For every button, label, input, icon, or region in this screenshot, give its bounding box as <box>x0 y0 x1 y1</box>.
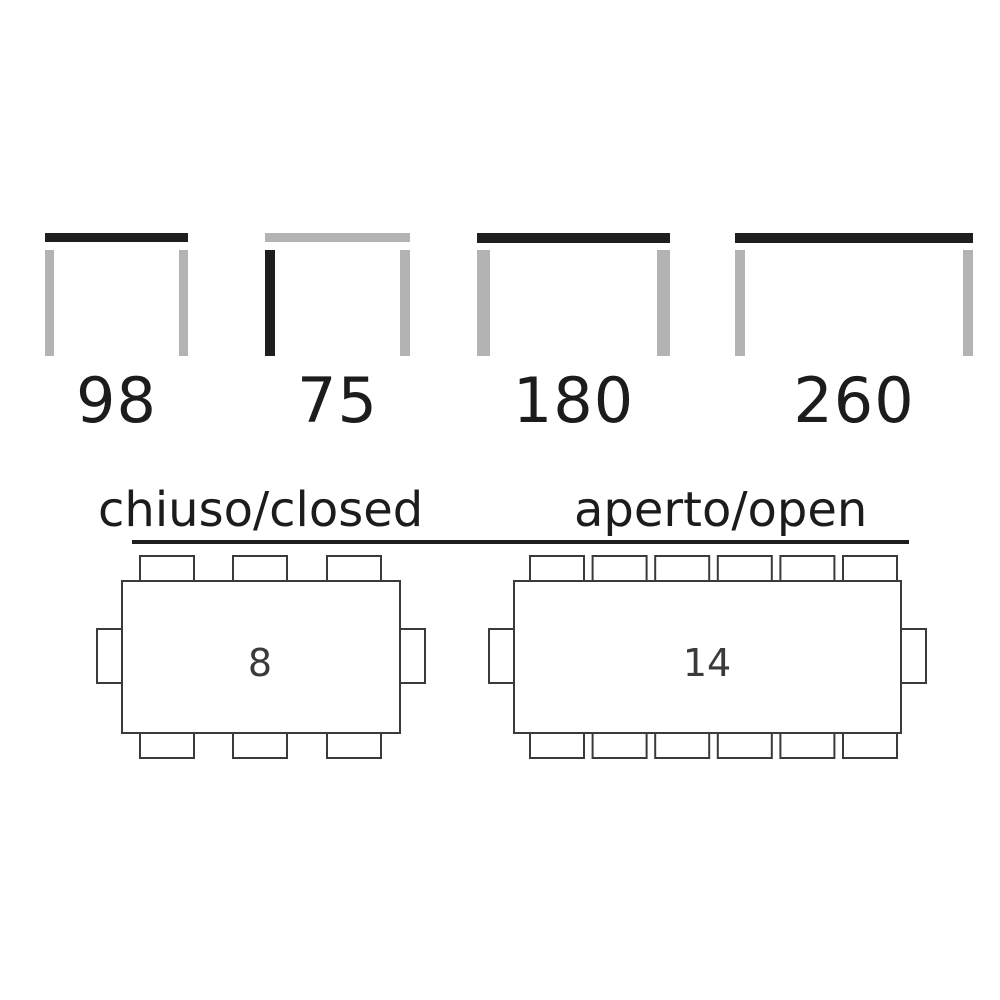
length-open-right-leg <box>963 250 973 356</box>
chair-top <box>716 555 773 582</box>
height-right-leg <box>400 250 410 356</box>
chair-top <box>779 555 836 582</box>
depth-value: 98 <box>76 364 157 437</box>
chair-top <box>232 555 288 582</box>
chair-right <box>900 628 927 684</box>
chair-bottom <box>716 732 773 759</box>
length-open-top-bar <box>735 233 973 243</box>
chair-bottom <box>232 732 288 759</box>
length-open-value: 260 <box>793 364 915 437</box>
closed-caption: chiuso/closed <box>98 482 424 538</box>
closed-seat-count: 8 <box>248 641 272 685</box>
open-seat-count: 14 <box>683 641 731 685</box>
chair-bottom <box>326 732 382 759</box>
height-left-leg <box>265 250 275 356</box>
length-open-left-leg <box>735 250 745 356</box>
table-top <box>513 580 902 734</box>
chair-top <box>842 555 898 582</box>
length-closed-value: 180 <box>512 364 635 437</box>
chair-top <box>529 555 585 582</box>
height-value: 75 <box>297 364 378 437</box>
length-closed-right-leg <box>657 250 670 356</box>
chair-top <box>139 555 195 582</box>
chair-bottom <box>591 732 648 759</box>
height-top-bar <box>265 233 410 242</box>
chair-bottom <box>529 732 585 759</box>
chair-bottom <box>139 732 195 759</box>
open-caption: aperto/open <box>574 482 868 538</box>
depth-left-leg <box>45 250 54 356</box>
chair-left <box>96 628 123 684</box>
closed-seating-layout <box>96 555 426 759</box>
open-seating-layout <box>488 555 927 759</box>
length-closed-top-bar <box>477 233 670 243</box>
chair-bottom <box>654 732 711 759</box>
caption-divider <box>132 540 909 544</box>
chair-top <box>654 555 711 582</box>
depth-right-leg <box>179 250 188 356</box>
chair-top <box>591 555 648 582</box>
chair-top <box>326 555 382 582</box>
chair-right <box>399 628 426 684</box>
chair-bottom <box>842 732 898 759</box>
chair-bottom <box>779 732 836 759</box>
length-closed-left-leg <box>477 250 490 356</box>
chair-left <box>488 628 515 684</box>
depth-top-bar <box>45 233 188 242</box>
table-top <box>121 580 401 734</box>
